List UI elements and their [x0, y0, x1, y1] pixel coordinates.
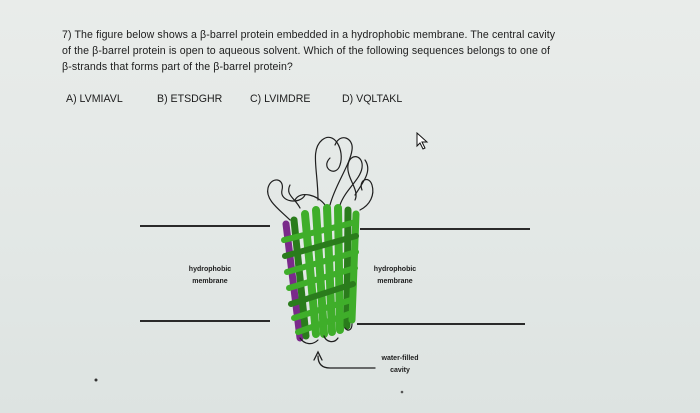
bottom-loops	[299, 323, 353, 345]
option-c[interactable]: C) LVIMDRE	[250, 93, 311, 105]
membrane-top-right-line	[360, 228, 530, 230]
left-membrane-label: hydrophobic membrane	[188, 266, 232, 285]
question-line-3: β-strands that forms part of the β-barre…	[62, 61, 293, 73]
option-a[interactable]: A) LVMIAVL	[66, 93, 123, 105]
protein-loops	[267, 136, 374, 221]
membrane-bottom-left-line	[140, 320, 270, 322]
barrel-strands	[281, 204, 360, 342]
cavity-pointer	[313, 350, 376, 369]
membrane-bottom-right-line	[357, 323, 525, 325]
answer-options: A) LVMIAVL B) ETSDGHR C) LVIMDRE D) VQLT…	[0, 93, 700, 109]
dot-mark-2	[400, 390, 404, 394]
dot-mark	[94, 378, 98, 382]
question-line-1: 7) The figure below shows a β-barrel pro…	[62, 29, 556, 41]
right-membrane-label: hydrophobic membrane	[373, 266, 417, 285]
question-text: 7) The figure below shows a β-barrel pro…	[62, 27, 662, 75]
question-line-2: of the β-barrel protein is open to aqueo…	[62, 45, 551, 57]
membrane-top-left-line	[140, 225, 270, 227]
option-b[interactable]: B) ETSDGHR	[157, 93, 223, 105]
cavity-label: water-filled cavity	[381, 355, 419, 374]
mouse-cursor-icon	[416, 132, 429, 150]
option-d[interactable]: D) VQLTAKL	[342, 93, 403, 105]
